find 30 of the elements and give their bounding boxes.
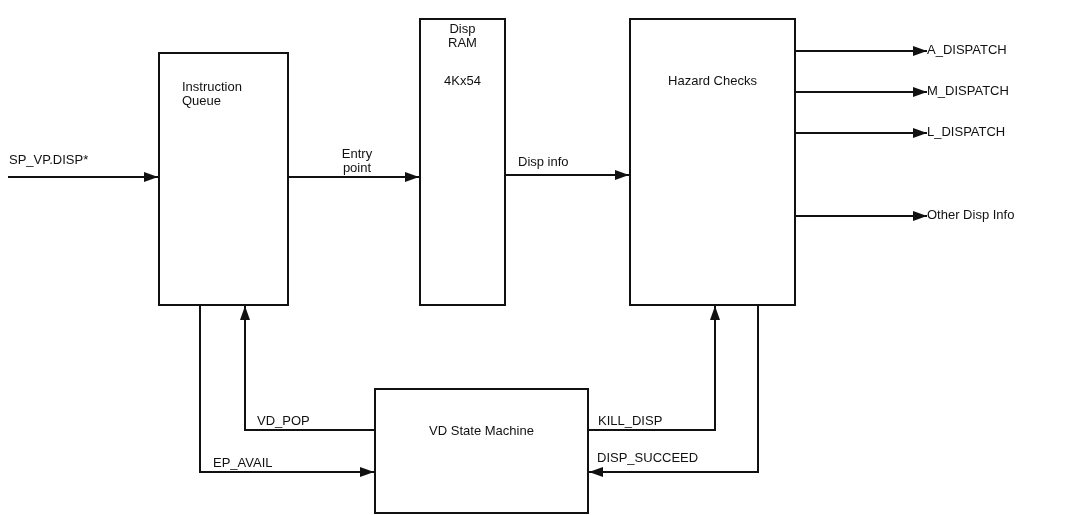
signal-arrow bbox=[588, 305, 759, 477]
signal-arrow bbox=[288, 172, 420, 182]
block-box bbox=[629, 18, 796, 306]
block-box bbox=[374, 388, 589, 514]
edge-label: KILL_DISP bbox=[597, 414, 664, 428]
signal-arrow bbox=[795, 87, 928, 97]
signal-label: Other Disp Info bbox=[927, 208, 1057, 224]
signal-arrow bbox=[240, 305, 375, 431]
signal-arrow bbox=[795, 128, 928, 138]
block-title: VD State Machine bbox=[429, 424, 534, 438]
block-box bbox=[158, 52, 289, 306]
signal-label: M_DISPATCH bbox=[927, 84, 1047, 100]
edge-label: DISP_SUCCEED bbox=[596, 451, 700, 465]
block-title: Instruction Queue bbox=[182, 80, 243, 108]
signal-arrow bbox=[199, 305, 375, 477]
edge-label: Disp info bbox=[517, 155, 570, 169]
block-title: Hazard Checks bbox=[668, 74, 757, 88]
signal-arrow bbox=[588, 305, 720, 431]
signal-arrow bbox=[505, 170, 630, 180]
signal-arrow bbox=[7, 172, 159, 182]
signal-arrow bbox=[795, 211, 928, 221]
signal-arrow bbox=[795, 46, 928, 56]
edge-label: SP_VP.DISP* bbox=[8, 153, 90, 167]
edge-label: VD_POP bbox=[256, 414, 311, 428]
signal-label: A_DISPATCH bbox=[927, 43, 1037, 59]
block-title: Disp RAM bbox=[447, 22, 478, 50]
edge-label: EP_AVAIL bbox=[212, 456, 274, 470]
signal-label: L_DISPATCH bbox=[927, 125, 1037, 141]
block-box bbox=[419, 18, 506, 306]
block-title: 4Kx54 bbox=[444, 74, 481, 88]
